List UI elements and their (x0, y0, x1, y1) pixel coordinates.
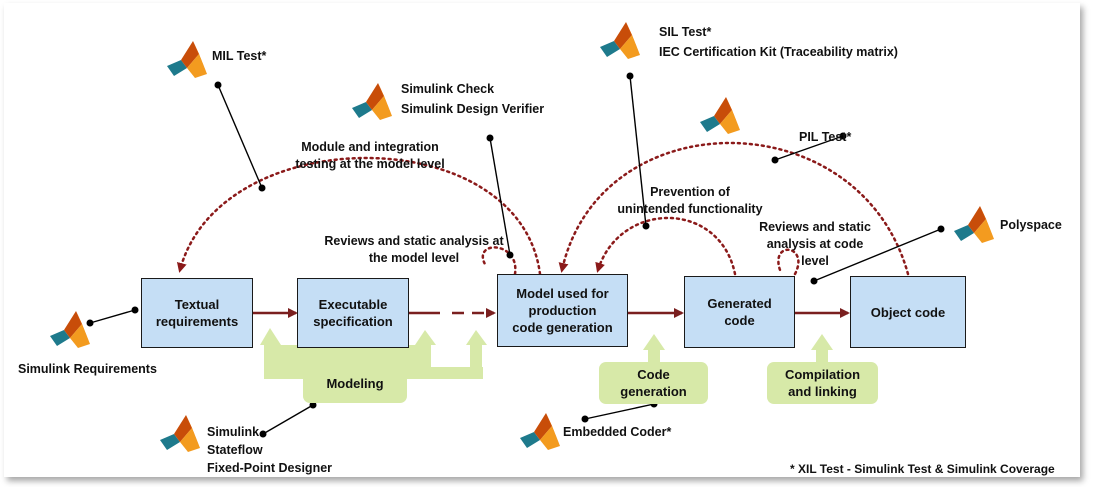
label-pil-test: PIL Test* (799, 130, 852, 144)
annotation-prevention: Prevention of unintended functionality (617, 185, 763, 216)
stage-code-generation: Code generation (599, 362, 708, 404)
annotation-reviews-code: Reviews and static analysis at code leve… (759, 220, 871, 268)
label-simulink-design-verifier: Simulink Design Verifier (401, 102, 545, 116)
arc-reviews-code (777, 248, 800, 276)
stage-compilation-label: Compilation and linking (784, 367, 861, 399)
stage-modeling-label: Modeling (326, 375, 384, 391)
label-simulink-requirements: Simulink Requirements (18, 362, 157, 376)
box-textual-label: Textual requirements (155, 297, 239, 329)
box-model-label: Model used for production code generatio… (512, 286, 613, 335)
box-object-label: Object code (870, 304, 946, 320)
diagram-canvas (4, 3, 1080, 477)
label-sil-test: SIL Test* (659, 25, 712, 39)
modeling-arrows (260, 328, 833, 379)
box-executable-specification: Executable specification (297, 278, 409, 348)
stage-codegen-label: Code generation (620, 367, 687, 399)
label-simulink: Simulink (207, 425, 260, 439)
box-textual-requirements: Textual requirements (141, 278, 253, 348)
matlab-logo-icon (352, 83, 392, 120)
label-stateflow: Stateflow (207, 443, 263, 457)
matlab-logo-icon (700, 97, 740, 134)
matlab-logo-icon (167, 41, 207, 78)
matlab-logo-icon (954, 206, 994, 243)
arc-prevention (595, 216, 737, 276)
label-polyspace: Polyspace (1000, 218, 1062, 232)
box-production-model: Model used for production code generatio… (497, 274, 628, 347)
stage-modeling: Modeling (303, 363, 407, 403)
matlab-logo-icon (600, 22, 640, 59)
matlab-logo-icon (50, 311, 90, 348)
matlab-logo-icon (520, 413, 560, 450)
box-executable-label: Executable specification (313, 297, 393, 329)
arc-mil-test (176, 156, 542, 276)
stage-compilation-linking: Compilation and linking (767, 362, 878, 404)
label-simulink-check: Simulink Check (401, 82, 495, 96)
label-mil-test: MIL Test* (212, 49, 267, 63)
annotation-reviews-model: Reviews and static analysis at the model… (324, 234, 504, 265)
footnote: * XIL Test - Simulink Test & Simulink Co… (790, 462, 1055, 476)
box-generated-label: Generated code (707, 296, 772, 328)
label-iec-kit: IEC Certification Kit (Traceability matr… (659, 45, 898, 59)
arc-pil-sil (558, 141, 910, 276)
label-embedded-coder: Embedded Coder* (563, 425, 672, 439)
box-generated-code: Generated code (684, 276, 795, 348)
matlab-logo-icon (160, 415, 200, 452)
arc-reviews-model (481, 246, 517, 276)
label-fixed-point-designer: Fixed-Point Designer (207, 461, 333, 475)
annotation-module-integration: Module and integration testing at the mo… (295, 140, 445, 171)
box-object-code: Object code (850, 276, 966, 348)
